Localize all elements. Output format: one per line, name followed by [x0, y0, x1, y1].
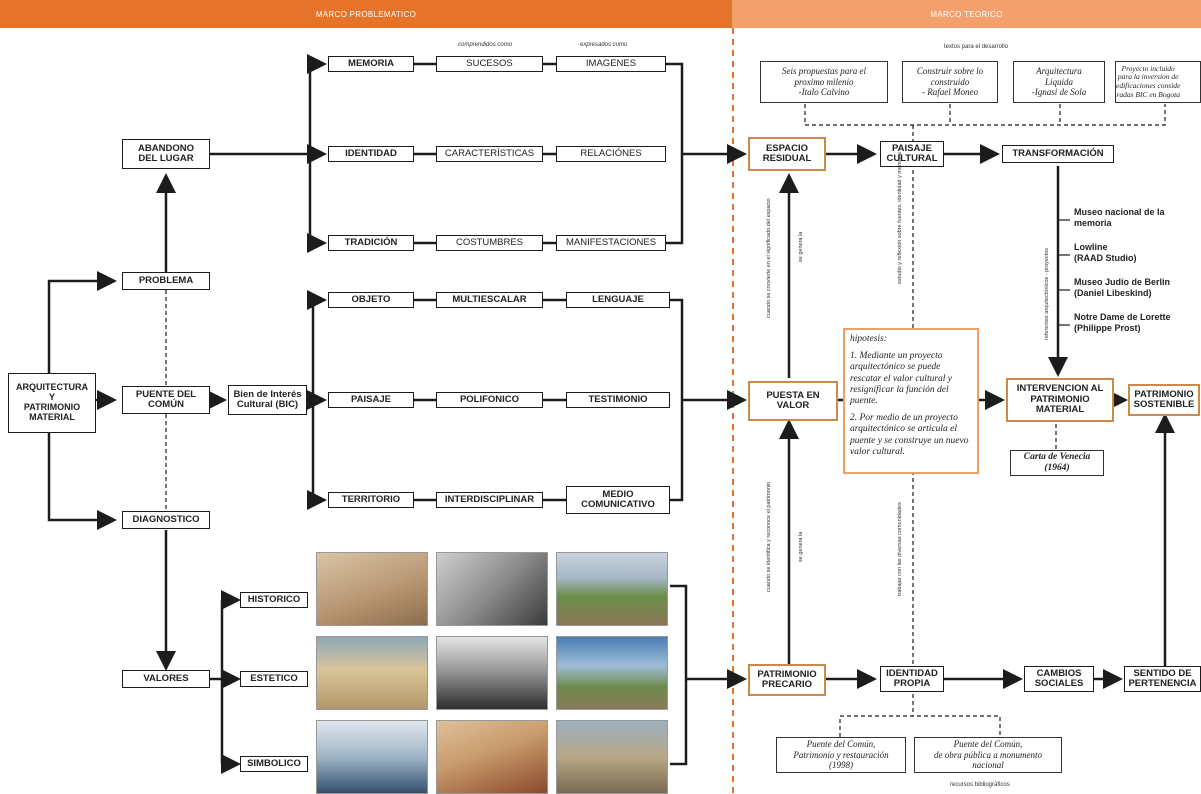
ref-moneo: Construir sobre lo construido - Rafael M… — [902, 61, 998, 103]
cambios-sociales-node: CAMBIOS SOCIALES — [1024, 666, 1094, 692]
patrimonio-precario-node: PATRIMONIO PRECARIO — [748, 664, 826, 696]
sentido-pertenencia-node: SENTIDO DE PERTENENCIA — [1124, 666, 1201, 692]
row-paisaje-3: TESTIMONIO — [566, 392, 670, 408]
col-label-1: comprendidos como — [458, 42, 513, 48]
estetico-photo-2 — [436, 636, 548, 710]
marco-teorico-header: MARCO TEORICO — [732, 0, 1201, 28]
col-label-2: expresados como — [580, 42, 628, 48]
vlabel-5: estudio y reflexión sobre fuentes, ident… — [897, 152, 903, 284]
row-paisaje-1: PAISAJE — [328, 392, 414, 408]
row-territorio-1: TERRITORIO — [328, 492, 414, 508]
vlabel-3: cuando se identifica y reconoce el patri… — [766, 481, 772, 592]
vlabel-6: trabajar con las diversas comunidades — [897, 502, 903, 596]
diagnostico-node: DIAGNOSTICO — [122, 511, 210, 529]
historico-photo-1 — [316, 552, 428, 626]
ref-bottom-2: Puente del Común, de obra pública a monu… — [914, 737, 1062, 773]
row-memoria-3: IMAGENES — [556, 56, 666, 72]
vlabel-1: cuando se convierte en el significado de… — [766, 198, 772, 318]
ref-sola: Arquitectura Liquida -Ignasi de Sola — [1013, 61, 1105, 103]
transformacion-node: TRANSFORMACIÓN — [1002, 145, 1114, 163]
row-paisaje-2: POLIFONICO — [436, 392, 543, 408]
bic-node: Bien de Interés Cultural (BIC) — [228, 385, 307, 415]
identidad-propia-node: IDENTIDAD PROPIA — [880, 666, 944, 692]
historico-photo-2 — [436, 552, 548, 626]
hipotesis-p2: 2. Por medio de un proyecto arquitectóni… — [850, 413, 969, 457]
historico-node: HISTORICO — [240, 592, 308, 608]
row-memoria-2: SUCESOS — [436, 56, 543, 72]
problema-node: PROBLEMA — [122, 272, 210, 290]
refs-top-label: textos para el desarrollo — [944, 44, 1009, 50]
simbolico-node: SIMBOLICO — [240, 756, 308, 772]
museo-2: Lowline (RAAD Studio) — [1074, 242, 1137, 264]
hipotesis-title: hipotesis: — [850, 334, 887, 344]
row-territorio-3: MEDIO COMUNICATIVO — [566, 486, 670, 514]
vlabel-7: referentes arquitectónicos - proyectos — [1044, 247, 1050, 340]
simbolico-photo-1 — [316, 720, 428, 794]
abandono-node: ABANDONO DEL LUGAR — [122, 139, 210, 169]
vlabel-4: se genera la — [798, 531, 804, 562]
puesta-en-valor-node: PUESTA EN VALOR — [748, 381, 838, 421]
row-identidad-3: RELACIÓNES — [556, 146, 666, 162]
header-left-title: MARCO PROBLEMATICO — [315, 9, 417, 19]
puente-node: PUENTE DEL COMÚN — [122, 386, 210, 414]
marco-problematico-header: MARCO PROBLEMATICO — [0, 0, 732, 28]
header-right-title: MARCO TEORICO — [930, 9, 1003, 19]
hipotesis-box: hipotesis: 1. Mediante un proyecto arqui… — [843, 328, 979, 474]
simbolico-photo-2 — [436, 720, 548, 794]
museo-3: Museo Judío de Berlin (Daniel Libeskind) — [1074, 277, 1171, 299]
ref-bogota: Proyecto incluido para la inversion de e… — [1115, 61, 1201, 103]
ref-calvino: Seis propuestas para el proximo milenio … — [760, 61, 888, 103]
row-tradicion-2: COSTUMBRES — [436, 235, 543, 251]
row-objeto-3: LENGUAJE — [566, 292, 670, 308]
valores-node: VALORES — [122, 670, 210, 688]
row-objeto-2: MULTIESCALAR — [436, 292, 543, 308]
espacio-residual-node: ESPACIO RESIDUAL — [748, 137, 826, 171]
row-territorio-2: INTERDISCIPLINAR — [436, 492, 543, 508]
estetico-photo-3 — [556, 636, 668, 710]
simbolico-photo-3 — [556, 720, 668, 794]
carta-venecia: Carta de Venecia (1964) — [1010, 450, 1104, 476]
patrimonio-sostenible-node: PATRIMONIO SOSTENIBLE — [1128, 384, 1200, 416]
row-tradicion-1: TRADICIÓN — [328, 235, 414, 251]
museo-4: Notre Dame de Lorette (Philippe Prost) — [1074, 312, 1171, 334]
paisaje-cultural-node: PAISAJE CULTURAL — [880, 141, 944, 167]
root-node: ARQUITECTURA Y PATRIMONIO MATERIAL — [8, 373, 96, 433]
historico-photo-3 — [556, 552, 668, 626]
row-objeto-1: OBJETO — [328, 292, 414, 308]
row-memoria-1: MEMORIA — [328, 56, 414, 72]
estetico-photo-1 — [316, 636, 428, 710]
row-identidad-1: IDENTIDAD — [328, 146, 414, 162]
vlabel-2: se genera la — [798, 231, 804, 262]
ref-bottom-1: Puente del Común, Patrimonio y restaurac… — [776, 737, 906, 773]
row-identidad-2: CARACTERÍSTICAS — [436, 146, 543, 162]
intervencion-node: INTERVENCION AL PATRIMONIO MATERIAL — [1006, 378, 1114, 422]
hipotesis-p1: 1. Mediante un proyecto arquitectónico s… — [850, 351, 953, 407]
estetico-node: ESTETICO — [240, 671, 308, 687]
museo-1: Museo nacional de la memoria — [1074, 207, 1165, 229]
row-tradicion-3: MANIFESTACIONES — [556, 235, 666, 251]
refs-bottom-label: recursos bibliográficos — [950, 782, 1010, 788]
